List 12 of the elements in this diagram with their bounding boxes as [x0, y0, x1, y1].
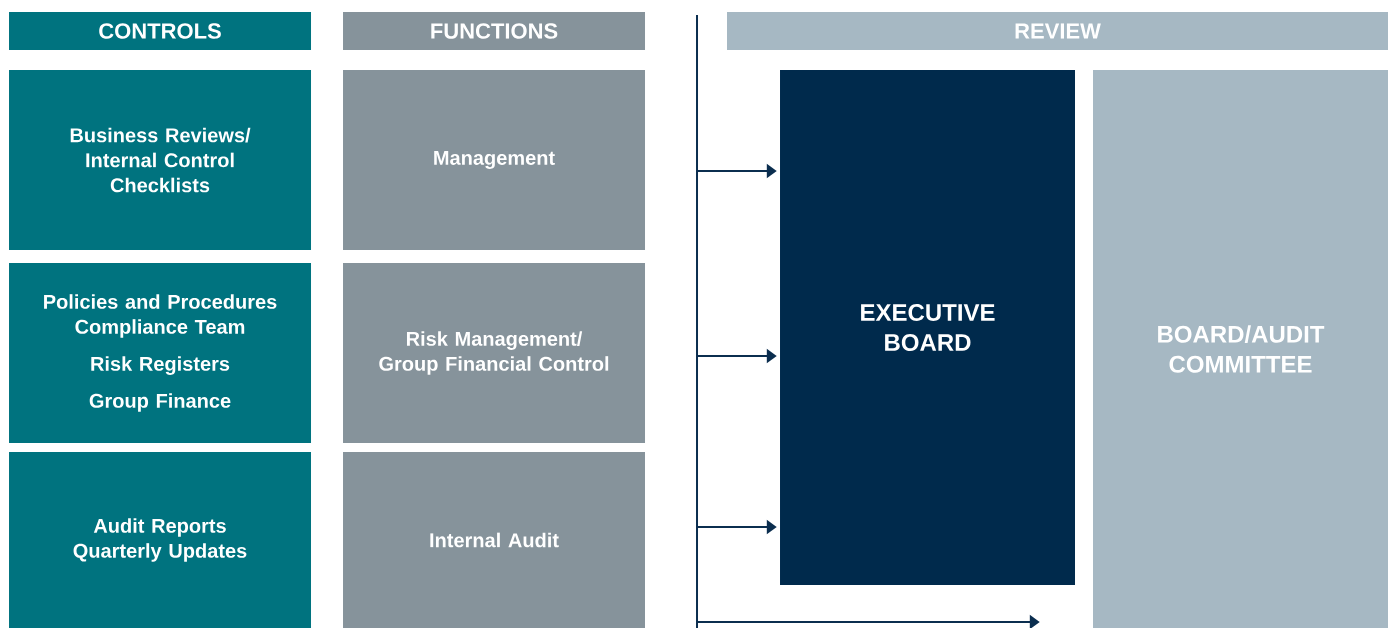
control-box: Policies and Procedures Compliance Team Risk Registers Group Finance: [9, 263, 311, 443]
function-box: Risk Management/ Group Financial Control: [343, 263, 645, 443]
function-box: Internal Audit: [343, 452, 645, 628]
header-band: REVIEW: [727, 12, 1388, 50]
header-band: CONTROLS: [9, 12, 311, 50]
function-box: Management: [343, 70, 645, 250]
header-band: FUNCTIONS: [343, 12, 645, 50]
board-box: EXECUTIVE BOARD: [780, 70, 1075, 585]
control-box: Business Reviews/ Internal Control Checklists: [9, 70, 311, 250]
committee-box: BOARD/AUDIT COMMITTEE: [1093, 70, 1388, 628]
arrow: [696, 614, 1040, 628]
control-box: Audit Reports Quarterly Updates: [9, 452, 311, 628]
